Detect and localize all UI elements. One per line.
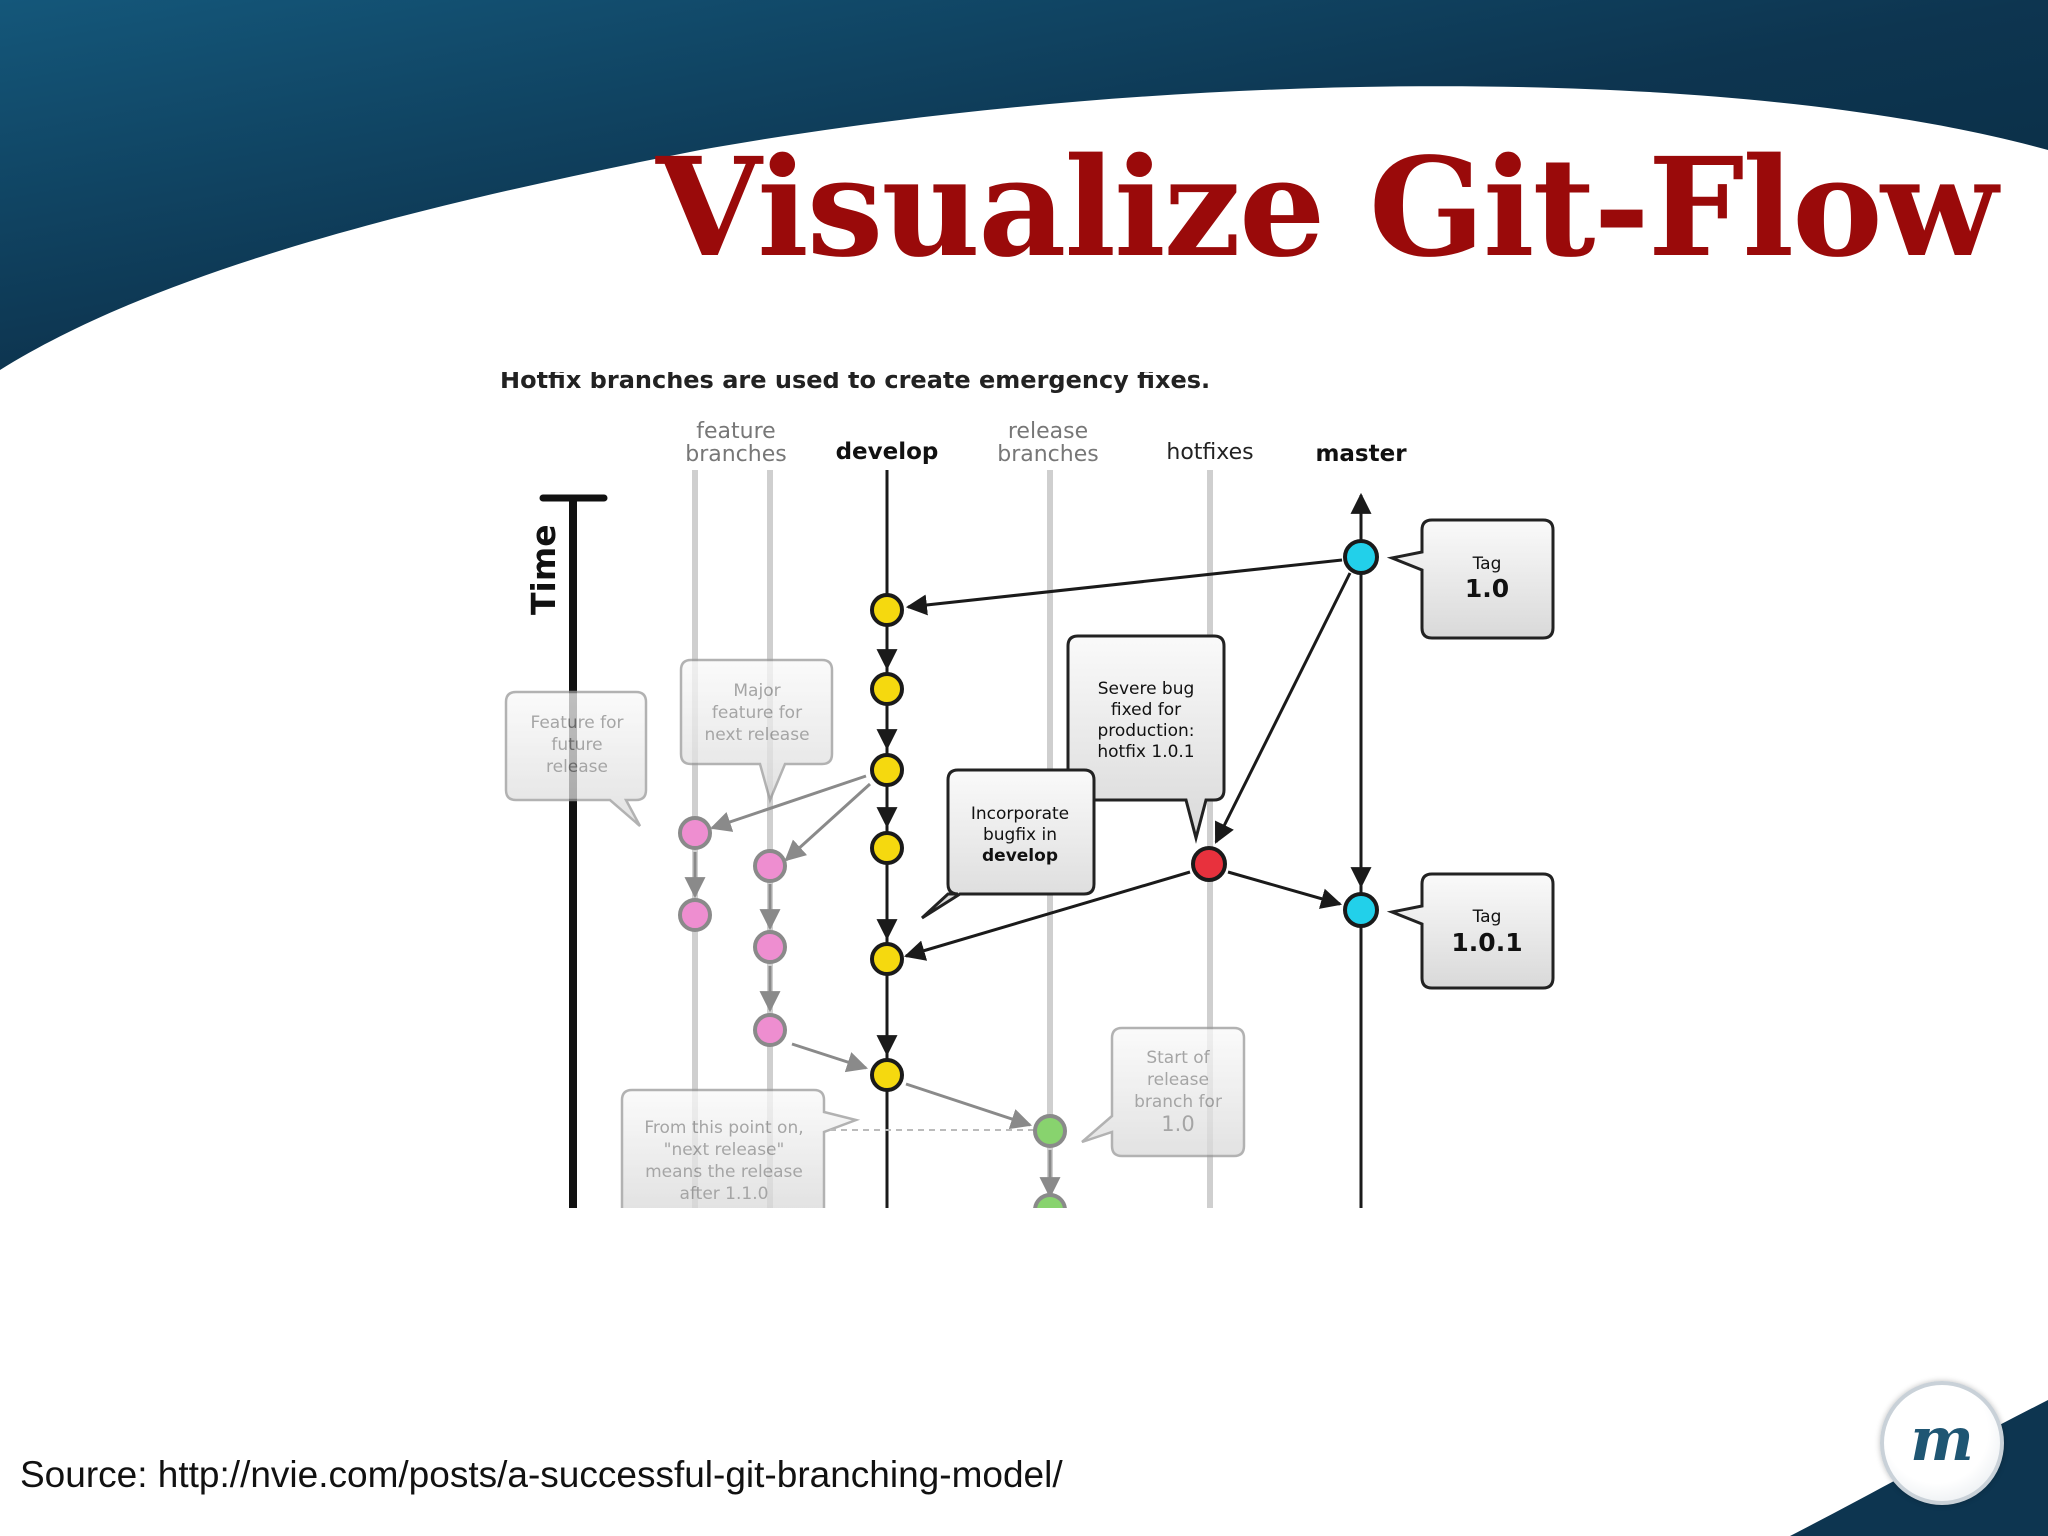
release-commits <box>1033 1114 1067 1208</box>
callout-major-line1: Major <box>733 681 780 701</box>
callout-incorporate-line1: Incorporate <box>971 804 1069 824</box>
feature-commit <box>753 1013 787 1047</box>
time-label: Time <box>524 524 563 615</box>
callout-incorporate: Incorporate bugfix in develop <box>920 768 1096 920</box>
feature-header-line1: feature <box>696 419 775 444</box>
callout-tag-1-0: Tag 1.0 <box>1386 518 1555 640</box>
develop-header: develop <box>836 439 939 465</box>
feature-commit <box>678 816 712 850</box>
arrow-hotfix-to-master <box>1227 870 1343 909</box>
arrow-master-to-develop <box>905 558 1343 616</box>
callout-severe-line4: hotfix 1.0.1 <box>1097 742 1194 762</box>
develop-commit <box>870 1058 904 1092</box>
tag1-version: 1.0 <box>1465 574 1509 603</box>
release-header-line2: branches <box>997 442 1098 467</box>
callout-release-line1: Start of <box>1146 1048 1210 1068</box>
develop-commit <box>870 831 904 865</box>
cropped-top-caption: Hotfix branches are used to create emerg… <box>500 366 1210 394</box>
feature-commit <box>678 898 712 932</box>
develop-commit <box>870 593 904 627</box>
callout-future-line3: release <box>546 757 608 777</box>
feature-header-line2: branches <box>685 442 786 467</box>
callout-severe-line1: Severe bug <box>1098 679 1195 699</box>
develop-commit <box>870 672 904 706</box>
callout-release-line2: release <box>1147 1070 1209 1090</box>
master-commit <box>1343 539 1379 575</box>
master-commit <box>1343 892 1379 928</box>
arrow-develop-to-release <box>905 1082 1032 1130</box>
hotfixes-header: hotfixes <box>1166 440 1253 465</box>
hotfix-commit <box>1191 846 1227 882</box>
callout-severe-line2: fixed for <box>1111 700 1181 720</box>
time-axis <box>539 494 608 1208</box>
release-commit <box>1033 1114 1067 1148</box>
arrow-develop-to-feature2 <box>784 782 872 862</box>
callout-major-line3: next release <box>704 725 809 745</box>
master-header: master <box>1315 441 1407 467</box>
release-header-line1: release <box>1008 419 1088 444</box>
callout-future-line1: Feature for <box>530 713 623 733</box>
arrow-develop-to-feature1 <box>710 774 867 832</box>
slide-title: Visualize Git-Flow <box>656 128 1998 288</box>
feature-commit <box>753 849 787 883</box>
tag1-label: Tag <box>1472 554 1502 574</box>
callout-major-line2: feature for <box>712 703 802 723</box>
tag2-version: 1.0.1 <box>1451 928 1522 957</box>
callout-feature-future: Feature for future release <box>504 690 648 827</box>
feature-commits <box>678 816 787 1047</box>
callout-from-line4: after 1.1.0 <box>680 1184 769 1204</box>
logo-letter: m <box>1910 1405 1974 1475</box>
callout-major-feature: Major feature for next release <box>679 658 834 804</box>
develop-commits <box>870 593 904 1092</box>
source-citation: Source: http://nvie.com/posts/a-successf… <box>20 1454 1063 1495</box>
callout-severe-line3: production: <box>1097 721 1194 741</box>
callout-start-release: Start of release branch for 1.0 <box>1081 1026 1246 1158</box>
arrow-master-to-hotfix <box>1214 572 1352 844</box>
callout-from-line3: means the release <box>645 1162 803 1182</box>
top-wave-band <box>0 0 2048 370</box>
arrow-hotfix-to-develop <box>903 870 1191 961</box>
callout-from-line1: From this point on, <box>644 1118 803 1138</box>
callout-incorporate-line3: develop <box>982 846 1058 866</box>
callout-tag-1-0-1: Tag 1.0.1 <box>1386 872 1555 990</box>
callout-from-line2: "next release" <box>664 1140 785 1160</box>
master-commits <box>1343 539 1379 928</box>
gray-arrows <box>684 774 1061 1199</box>
callout-incorporate-line2: bugfix in <box>983 825 1057 845</box>
callout-future-line2: future <box>551 735 602 755</box>
release-commit <box>1033 1193 1067 1208</box>
arrow-feature-to-develop <box>791 1042 868 1073</box>
callout-release-line4: 1.0 <box>1161 1112 1194 1136</box>
black-arrows <box>876 558 1372 1057</box>
callout-severe-bug: Severe bug fixed for production: hotfix … <box>1066 634 1226 844</box>
develop-commit <box>870 942 904 976</box>
tag2-label: Tag <box>1472 907 1502 927</box>
company-logo: m <box>1880 1381 2004 1505</box>
develop-commit <box>870 753 904 787</box>
feature-commit <box>753 930 787 964</box>
callout-from-this-point: From this point on, "next release" means… <box>620 1088 861 1208</box>
callout-release-line3: branch for <box>1134 1092 1222 1112</box>
